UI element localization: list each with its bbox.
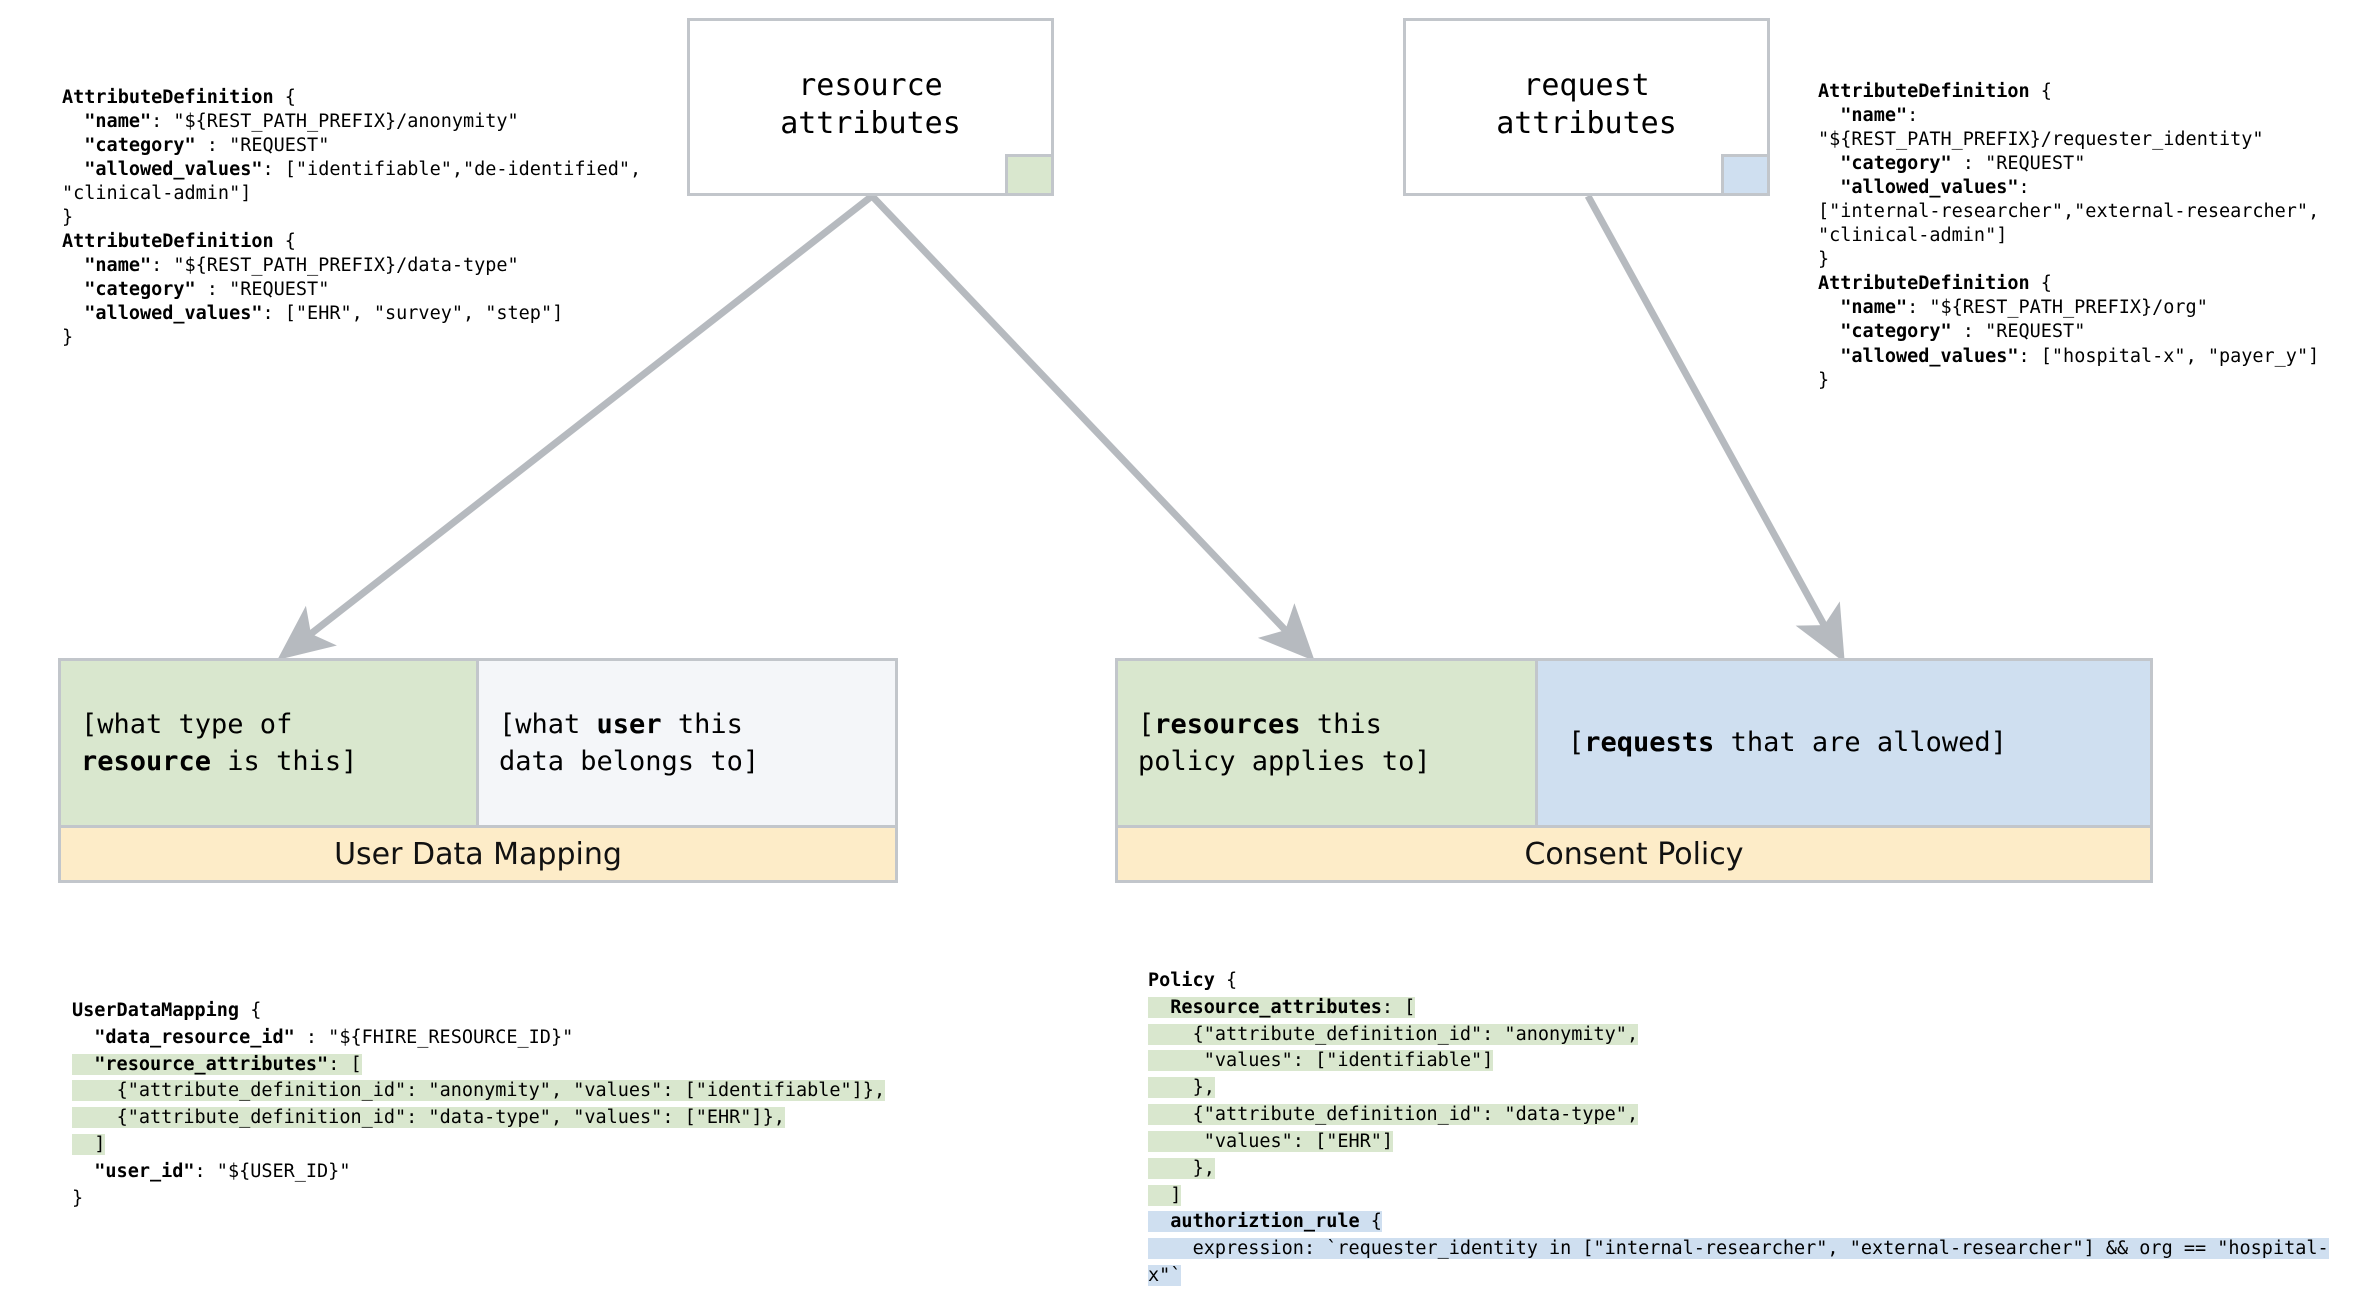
arrow-request-to-consent-policy (1584, 194, 1845, 663)
user-data-mapping-title: User Data Mapping (61, 825, 895, 880)
resource-attributes-color-swatch (1005, 154, 1054, 196)
right-attribute-definitions: AttributeDefinition { "name":"${REST_PAT… (1818, 81, 2320, 391)
policy-code: Policy { Resource_attributes: [ {"attrib… (1148, 968, 2358, 1292)
request-attributes-color-swatch (1721, 154, 1770, 196)
consent-policy-title: Consent Policy (1118, 825, 2150, 880)
consent-policy-requests-cell[interactable]: [requests that are allowed] (1538, 661, 2150, 825)
left-attribute-definitions: AttributeDefinition { "name": "${REST_PA… (62, 87, 642, 349)
arrow-resource-to-consent-policy (869, 193, 1315, 662)
user-data-mapping-code: UserDataMapping { "data_resource_id" : "… (72, 1000, 886, 1209)
